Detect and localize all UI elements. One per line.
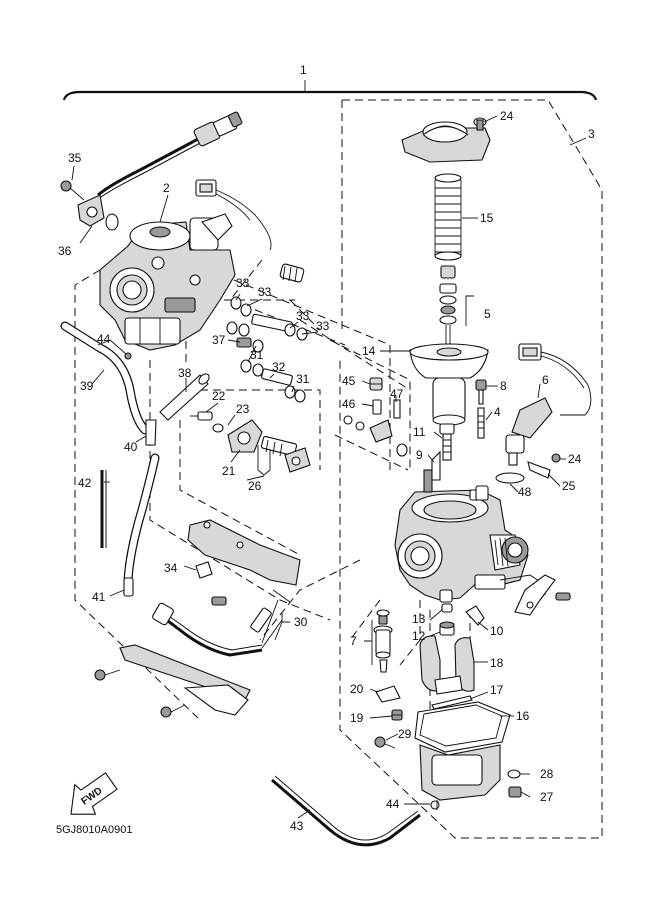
callout-30: 30 bbox=[294, 615, 308, 629]
assembly-bracket bbox=[62, 80, 598, 101]
callout-33c: 33 bbox=[296, 309, 310, 323]
callout-11: 11 bbox=[413, 425, 426, 439]
callout-21: 21 bbox=[222, 464, 236, 478]
vacuum-chamber-assembly bbox=[401, 117, 491, 426]
left-carburetor-assembly bbox=[99, 213, 236, 351]
callout-7: 7 bbox=[350, 634, 357, 648]
callout-31a: 31 bbox=[250, 348, 264, 362]
callout-28: 28 bbox=[540, 767, 554, 781]
drain-hose bbox=[271, 775, 421, 847]
cable-bracket bbox=[94, 644, 251, 718]
jets-and-needle bbox=[431, 379, 489, 501]
callout-9: 9 bbox=[416, 448, 423, 462]
callout-26: 26 bbox=[248, 479, 262, 493]
callout-29: 29 bbox=[398, 727, 412, 741]
callout-1: 1 bbox=[300, 63, 307, 77]
callout-labels: 1 2 3 24 15 5 14 8 6 4 24 25 48 11 9 45 … bbox=[58, 63, 595, 833]
throttle-linkage bbox=[441, 574, 571, 626]
callout-4: 4 bbox=[494, 405, 501, 419]
callout-37: 37 bbox=[212, 333, 226, 347]
callout-3: 3 bbox=[588, 127, 595, 141]
callout-2: 2 bbox=[163, 181, 170, 195]
sensor-connector bbox=[195, 179, 272, 251]
callout-5: 5 bbox=[484, 307, 491, 321]
callout-24b: 24 bbox=[568, 452, 582, 466]
callout-33b: 33 bbox=[258, 285, 272, 299]
callout-35: 35 bbox=[68, 151, 82, 165]
callout-15: 15 bbox=[480, 211, 494, 225]
callout-47: 47 bbox=[390, 387, 404, 401]
callout-18: 18 bbox=[490, 656, 504, 670]
callout-45: 45 bbox=[342, 374, 356, 388]
callout-13: 13 bbox=[412, 612, 426, 626]
callout-8: 8 bbox=[500, 379, 507, 393]
callout-31b: 31 bbox=[296, 372, 310, 386]
adjuster-screws bbox=[226, 263, 308, 403]
choke-plunger-assembly bbox=[190, 411, 311, 476]
callout-42: 42 bbox=[78, 476, 92, 490]
callout-38: 38 bbox=[178, 366, 192, 380]
callout-40: 40 bbox=[124, 440, 138, 454]
callout-33d: 33 bbox=[316, 319, 330, 333]
callout-34: 34 bbox=[164, 561, 178, 575]
callout-12: 12 bbox=[412, 629, 426, 643]
vent-hoses bbox=[60, 321, 160, 597]
callout-44b: 44 bbox=[386, 797, 400, 811]
callout-46: 46 bbox=[342, 397, 356, 411]
callout-33a: 33 bbox=[236, 276, 250, 290]
callout-10: 10 bbox=[490, 624, 504, 638]
callout-24a: 24 bbox=[500, 109, 514, 123]
diaphragm-spring bbox=[434, 173, 462, 261]
callout-22: 22 bbox=[212, 389, 226, 403]
float-bowl bbox=[374, 701, 522, 810]
callout-27: 27 bbox=[540, 790, 554, 804]
hose-sleeve bbox=[159, 373, 210, 421]
callout-36: 36 bbox=[58, 244, 72, 258]
diagram-code: 5GJ8010A0901 bbox=[56, 824, 132, 836]
subassembly-boundary bbox=[339, 99, 603, 839]
callout-32: 32 bbox=[272, 360, 286, 374]
callout-16: 16 bbox=[516, 709, 530, 723]
callout-20: 20 bbox=[350, 682, 364, 696]
callout-44a: 44 bbox=[97, 332, 111, 346]
callout-23: 23 bbox=[236, 402, 250, 416]
throttle-cable bbox=[152, 589, 291, 657]
callout-17: 17 bbox=[490, 683, 504, 697]
starter-valve-assembly bbox=[495, 343, 592, 484]
callout-48: 48 bbox=[518, 485, 532, 499]
leader-lines bbox=[71, 115, 566, 819]
float-assembly bbox=[419, 635, 475, 710]
forward-arrow-icon bbox=[70, 772, 118, 815]
callout-43: 43 bbox=[290, 819, 304, 833]
callout-19: 19 bbox=[350, 711, 364, 725]
mounting-plate bbox=[187, 519, 301, 606]
pilot-screw-set bbox=[343, 377, 408, 457]
throttle-sensor-assembly bbox=[60, 111, 243, 231]
callout-14: 14 bbox=[362, 344, 376, 358]
callout-25: 25 bbox=[562, 479, 576, 493]
callout-39: 39 bbox=[80, 379, 94, 393]
callout-41: 41 bbox=[92, 590, 106, 604]
callout-6: 6 bbox=[542, 373, 549, 387]
float-needle-parts bbox=[373, 609, 455, 721]
